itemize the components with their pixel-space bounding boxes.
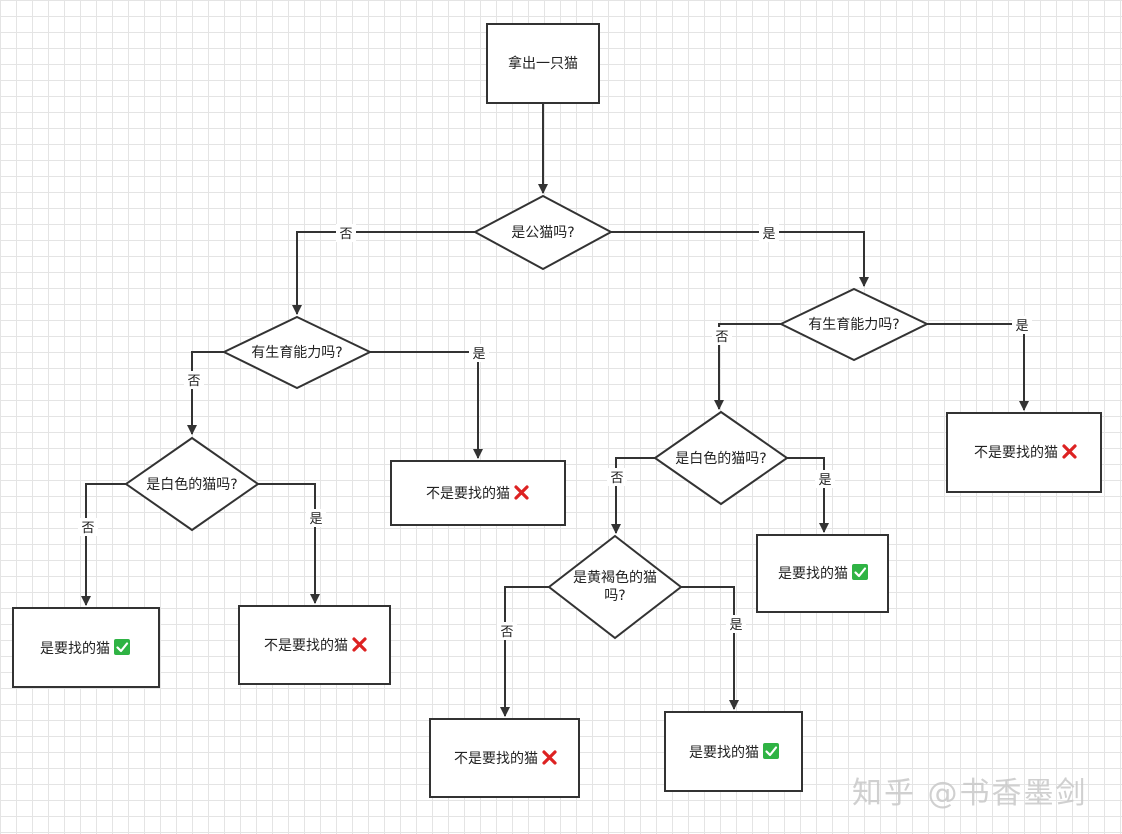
decision-male-white bbox=[124, 436, 260, 532]
edge-male-white-yes bbox=[258, 483, 320, 604]
female-fertile-label: 有生育能力吗? bbox=[808, 317, 899, 333]
cross-icon bbox=[542, 750, 557, 765]
result-male-nonwhite bbox=[12, 607, 160, 688]
result-male-fertile-label: 不是要找的猫 bbox=[426, 486, 510, 502]
edge-female-fertile-yes bbox=[927, 323, 1029, 411]
decision-female-fertile bbox=[778, 287, 930, 362]
result-male-white bbox=[238, 605, 391, 685]
edge-label-female-white-yes: 是 bbox=[815, 470, 835, 488]
male-fertile-label: 有生育能力吗? bbox=[251, 345, 342, 361]
result-yellow-brown-no-label: 不是要找的猫 bbox=[454, 751, 538, 767]
result-female-fertile-label: 不是要找的猫 bbox=[974, 445, 1058, 461]
edge-label-male-fertile-yes: 是 bbox=[469, 344, 489, 362]
edge-label-is-male-yes: 是 bbox=[759, 224, 779, 242]
edge-female-fertile-no bbox=[714, 323, 781, 410]
check-icon bbox=[763, 743, 779, 759]
edge-label-yellow-brown-no: 否 bbox=[497, 622, 517, 640]
check-icon bbox=[114, 639, 130, 655]
edge-is-male-no bbox=[292, 231, 475, 315]
result-male-nonwhite-label: 是要找的猫 bbox=[40, 641, 110, 657]
is-male-label: 是公猫吗? bbox=[511, 225, 574, 241]
svg-text:否: 否 bbox=[500, 625, 513, 640]
decision-female-white bbox=[653, 410, 789, 506]
result-male-fertile bbox=[390, 460, 566, 526]
result-female-fertile bbox=[946, 412, 1102, 493]
edge-label-female-white-no: 否 bbox=[607, 468, 627, 486]
female-white-label: 是白色的猫吗? bbox=[675, 450, 766, 467]
edge-is-male-yes bbox=[611, 231, 869, 287]
svg-text:否: 否 bbox=[339, 227, 352, 242]
edge-label-yellow-brown-yes: 是 bbox=[726, 615, 746, 633]
edge-female-white-yes bbox=[787, 457, 829, 533]
decision-male-fertile bbox=[221, 315, 373, 390]
svg-text:否: 否 bbox=[81, 521, 94, 536]
male-white-label: 是白色的猫吗? bbox=[146, 476, 237, 493]
yellow-brown-label-line2: 吗? bbox=[604, 588, 625, 604]
edge-female-white-no bbox=[611, 457, 655, 534]
result-female-white-label: 是要找的猫 bbox=[778, 566, 848, 582]
cross-icon bbox=[1062, 444, 1077, 459]
result-yellow-brown-yes bbox=[664, 711, 803, 792]
decision-yellow-brown bbox=[547, 534, 683, 640]
edge-yellow-brown-yes bbox=[681, 586, 739, 710]
svg-text:是: 是 bbox=[1015, 319, 1028, 334]
result-male-white-label: 不是要找的猫 bbox=[264, 638, 348, 654]
svg-text:否: 否 bbox=[715, 330, 728, 345]
start-label: 拿出一只猫 bbox=[508, 55, 578, 72]
svg-text:是: 是 bbox=[818, 473, 831, 488]
cross-icon bbox=[352, 637, 367, 652]
svg-text:是: 是 bbox=[472, 347, 485, 362]
svg-text:是: 是 bbox=[729, 618, 742, 633]
edge-yellow-brown-no bbox=[500, 586, 549, 717]
yellow-brown-label-line1: 是黄褐色的猫 bbox=[573, 569, 657, 586]
svg-text:否: 否 bbox=[610, 471, 623, 486]
edge-label-male-white-no: 否 bbox=[78, 518, 98, 536]
result-yellow-brown-no bbox=[429, 718, 580, 798]
edge-label-male-white-yes: 是 bbox=[306, 509, 326, 527]
edge-label-is-male-no: 否 bbox=[336, 224, 356, 242]
edge-label-female-fertile-yes: 是 bbox=[1012, 316, 1032, 334]
svg-text:否: 否 bbox=[187, 374, 200, 389]
edge-male-white-no bbox=[81, 483, 126, 606]
edge-label-male-fertile-no: 否 bbox=[184, 371, 204, 389]
edge-male-fertile-yes bbox=[370, 351, 483, 459]
result-yellow-brown-yes-label: 是要找的猫 bbox=[689, 745, 759, 761]
decision-is-male bbox=[472, 194, 614, 271]
cross-icon bbox=[514, 485, 529, 500]
start-node bbox=[486, 23, 600, 104]
svg-text:是: 是 bbox=[309, 512, 322, 527]
edge-male-fertile-no bbox=[187, 351, 224, 435]
edge-label-female-fertile-no: 否 bbox=[712, 327, 732, 345]
svg-text:是: 是 bbox=[762, 227, 775, 242]
watermark: 知乎 @书香墨剑 bbox=[852, 776, 1088, 811]
check-icon bbox=[852, 564, 868, 580]
